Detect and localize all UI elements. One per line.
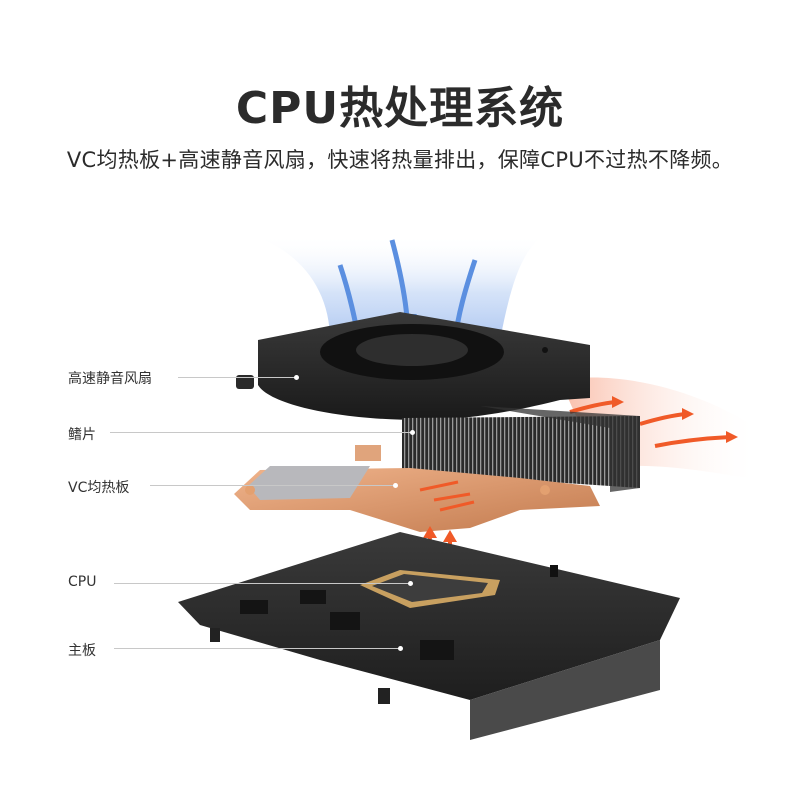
- callout-label-fins: 鳍片: [68, 427, 96, 443]
- callout-dot: [408, 581, 413, 586]
- fan: [236, 312, 590, 420]
- vapor-chamber: [234, 445, 600, 532]
- airflow-arrow-icon: [389, 239, 410, 319]
- callout-dot: [398, 646, 403, 651]
- callout-label-vapor-chamber: VC均热板: [68, 480, 130, 496]
- callout-label-fan: 高速静音风扇: [68, 371, 152, 387]
- callout-dot: [294, 375, 299, 380]
- callout-dot: [410, 430, 415, 435]
- leader-line: [178, 377, 296, 378]
- callout-label-cpu: CPU: [68, 574, 97, 590]
- page-subtitle: VC均热板+高速静音风扇，快速将热量排出，保障CPU不过热不降频。: [66, 148, 734, 172]
- leader-line: [150, 485, 395, 486]
- leader-line: [110, 432, 412, 433]
- leader-line: [114, 583, 410, 584]
- page-title: CPU热处理系统: [235, 83, 565, 134]
- callout-label-motherboard: 主板: [68, 643, 96, 659]
- motherboard: [178, 532, 680, 740]
- leader-line: [114, 648, 400, 649]
- exhaust-arrow-icon: [654, 435, 731, 448]
- callout-dot: [393, 483, 398, 488]
- heatsink-fins: [402, 406, 640, 492]
